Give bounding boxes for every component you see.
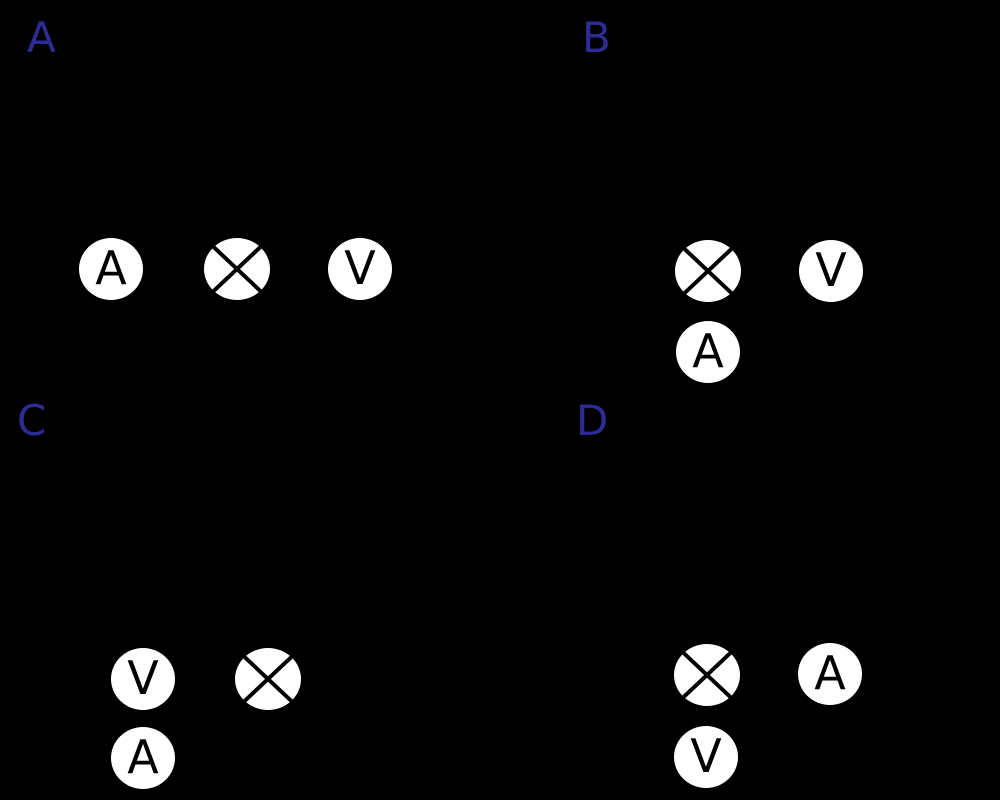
ammeter-symbol: A (676, 321, 740, 383)
voltmeter-symbol: V (111, 648, 175, 710)
ammeter-letter: A (95, 241, 127, 295)
voltmeter-letter: V (690, 729, 722, 783)
ammeter-letter: A (692, 324, 724, 378)
voltmeter-symbol: V (799, 240, 863, 302)
panel-label-b: B (582, 13, 611, 62)
voltmeter-symbol: V (674, 726, 738, 788)
lamp-icon (235, 648, 301, 710)
voltmeter-letter: V (127, 651, 159, 705)
ammeter-letter: A (814, 646, 846, 700)
ammeter-symbol: A (79, 238, 143, 300)
voltmeter-symbol: V (328, 238, 392, 300)
voltmeter-letter: V (344, 241, 376, 295)
lamp-icon (674, 644, 740, 706)
lamp-icon (204, 238, 270, 300)
panel-label-d: D (576, 396, 609, 445)
ammeter-letter: A (127, 730, 159, 784)
voltmeter-letter: V (815, 243, 847, 297)
ammeter-symbol: A (798, 643, 862, 705)
lamp-icon (675, 240, 741, 302)
panel-label-a: A (27, 13, 56, 62)
ammeter-symbol: A (111, 727, 175, 789)
panel-label-c: C (17, 396, 47, 445)
